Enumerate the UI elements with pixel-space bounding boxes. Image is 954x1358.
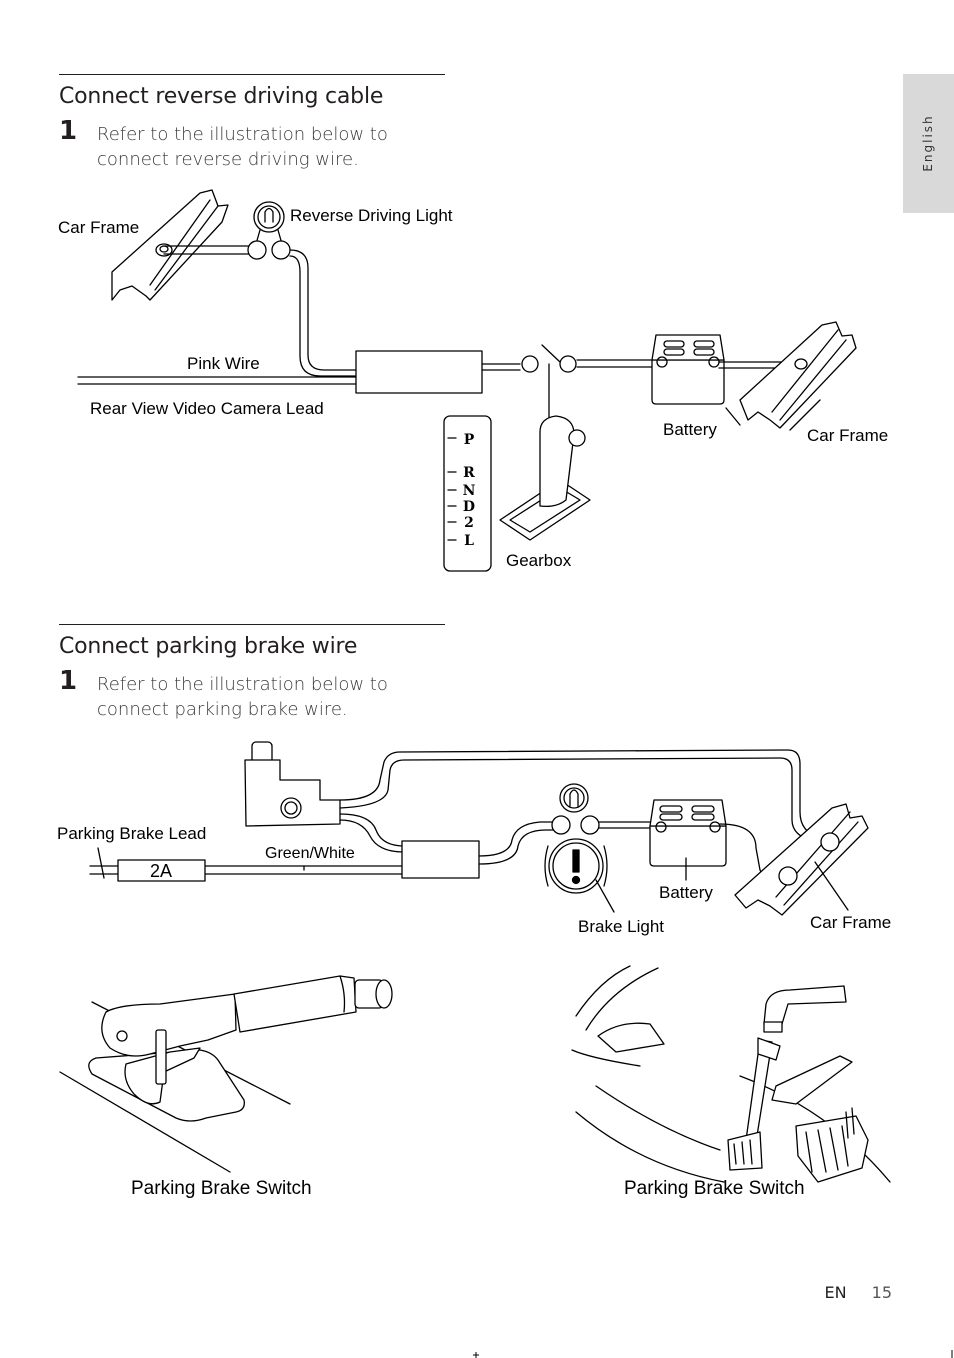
reverse-light-bulb-illustration: [247, 201, 291, 260]
step-number-2: 1: [59, 666, 78, 696]
label-car-frame-left: Car Frame: [58, 218, 139, 237]
reverse-wiring-diagram: [77, 189, 857, 572]
label-battery-2: Battery: [659, 883, 713, 902]
label-camera-lead: Rear View Video Camera Lead: [90, 399, 324, 418]
label-parking-brake-lead: Parking Brake Lead: [57, 824, 206, 843]
section-rule-2: [59, 624, 445, 625]
section-title-reverse: Connect reverse driving cable: [59, 84, 384, 109]
car-frame-left-illustration: [111, 189, 229, 301]
battery-illustration-1: [651, 334, 725, 405]
battery-illustration-2: [649, 799, 727, 867]
step-text-parking: Refer to the illustration below to conne…: [97, 674, 388, 720]
gear-letter-r: R: [463, 465, 475, 481]
label-car-frame-right: Car Frame: [807, 426, 888, 445]
step-number-1: 1: [59, 116, 78, 146]
label-reverse-light: Reverse Driving Light: [290, 206, 453, 225]
page-footer: EN 15: [824, 1283, 892, 1302]
gear-letter-n: N: [463, 483, 476, 499]
label-battery-1: Battery: [663, 420, 717, 439]
section-rule-1: [59, 74, 445, 75]
car-frame-illustration-2: [734, 803, 869, 916]
label-car-frame-2: Car Frame: [810, 913, 891, 932]
page-number: 15: [871, 1283, 892, 1302]
hand-brake-illustration: [59, 975, 393, 1173]
step-text-reverse: Refer to the illustration below to conne…: [97, 124, 388, 170]
gear-letter-d: D: [463, 499, 475, 515]
label-brake-light: Brake Light: [578, 917, 664, 936]
label-switch-right: Parking Brake Switch: [624, 1178, 805, 1199]
label-pink-wire: Pink Wire: [187, 354, 260, 373]
language-side-tab: English: [903, 74, 954, 213]
gear-letter-p: P: [464, 432, 475, 448]
label-switch-left: Parking Brake Switch: [131, 1178, 312, 1199]
brake-light-illustration: [544, 783, 608, 894]
footer-language: EN: [824, 1283, 847, 1302]
car-frame-right-illustration: [739, 321, 857, 429]
gear-letter-l: L: [464, 533, 474, 549]
gear-selector-illustration: [443, 415, 591, 572]
brake-connector-illustration: [244, 741, 341, 827]
label-gearbox: Gearbox: [506, 551, 572, 570]
fuse-label: 2A: [150, 861, 172, 881]
section-title-parking: Connect parking brake wire: [59, 634, 358, 659]
parking-brake-wiring-diagram: [89, 741, 869, 916]
gear-letter-2: 2: [464, 515, 474, 531]
foot-brake-illustration: [571, 965, 891, 1183]
label-green-white: Green/White: [265, 845, 355, 862]
